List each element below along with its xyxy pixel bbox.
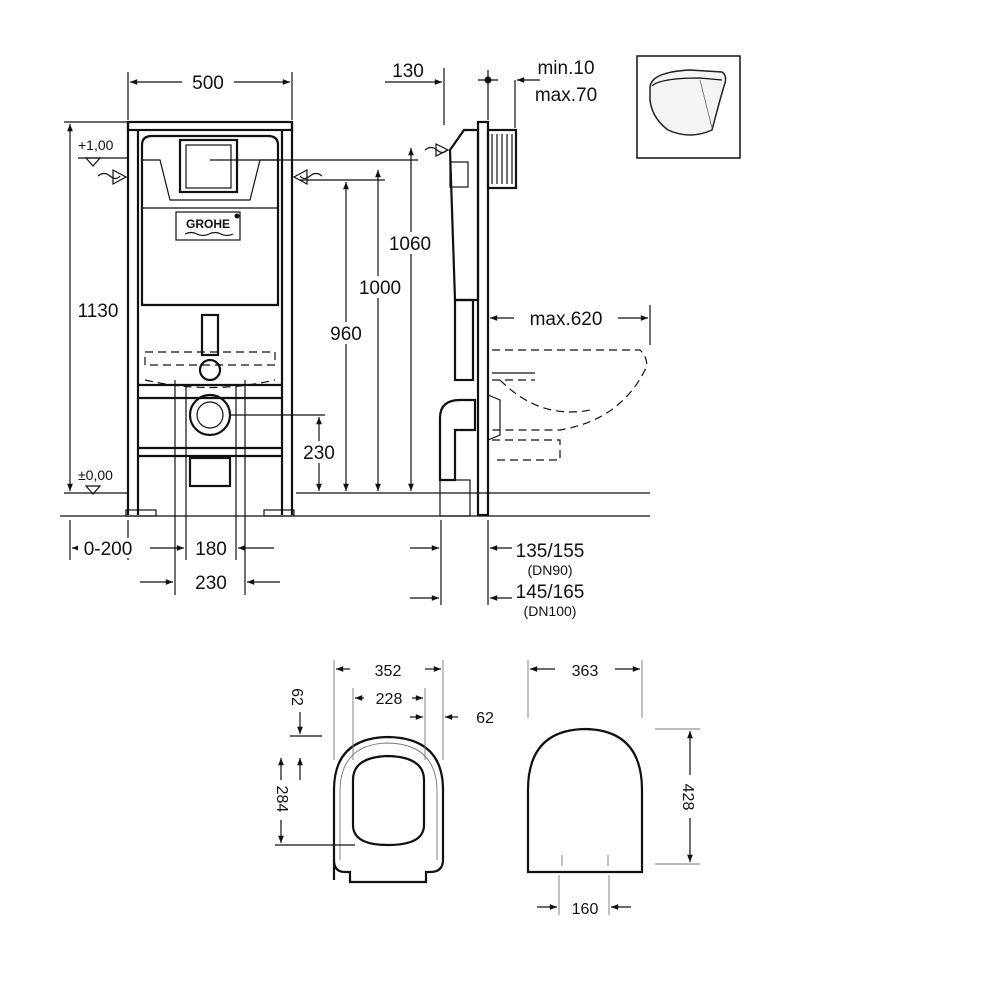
dim-1130: 1130 — [78, 301, 119, 322]
front-view: GROHE 1130 +1,00 ±0,00 500 — [60, 72, 650, 595]
dim-62-top: 62 — [288, 688, 305, 706]
label-dn100: (DN100) — [524, 603, 577, 619]
dim-180: 180 — [195, 539, 227, 560]
side-view: 130 min.10 max.70 max.620 135/155 (DN90)… — [385, 58, 651, 619]
dim-960: 960 — [330, 324, 362, 345]
dim-135-155: 135/155 — [516, 541, 585, 562]
dim-1060: 1060 — [389, 234, 431, 255]
dim-284: 284 — [273, 786, 290, 813]
dim-160: 160 — [572, 901, 599, 918]
dim-230-vertical: 230 — [303, 443, 335, 464]
toilet-thumbnail — [636, 55, 741, 159]
dim-230-horizontal: 230 — [195, 573, 227, 594]
label-dn90: (DN90) — [527, 562, 572, 578]
dim-min-10: min.10 — [537, 58, 594, 79]
lid-view: 363 428 160 — [526, 660, 700, 918]
dim-130: 130 — [392, 61, 424, 82]
dim-228: 228 — [376, 691, 403, 708]
dim-max-620: max.620 — [530, 309, 603, 330]
level-top: +1,00 — [78, 137, 114, 153]
dim-62-side: 62 — [476, 710, 494, 727]
dim-363: 363 — [572, 663, 599, 680]
dim-428: 428 — [679, 784, 696, 811]
dim-max-70: max.70 — [535, 85, 597, 106]
level-floor: ±0,00 — [78, 467, 113, 483]
grohe-logo: GROHE — [175, 211, 241, 241]
svg-text:GROHE: GROHE — [186, 217, 230, 231]
seat-view: 352 228 62 62 284 — [273, 660, 494, 884]
dim-1000: 1000 — [359, 278, 401, 299]
dim-0-200: 0-200 — [84, 539, 133, 560]
dim-145-165: 145/165 — [516, 582, 585, 603]
dim-500: 500 — [192, 73, 224, 94]
dim-352: 352 — [375, 663, 402, 680]
